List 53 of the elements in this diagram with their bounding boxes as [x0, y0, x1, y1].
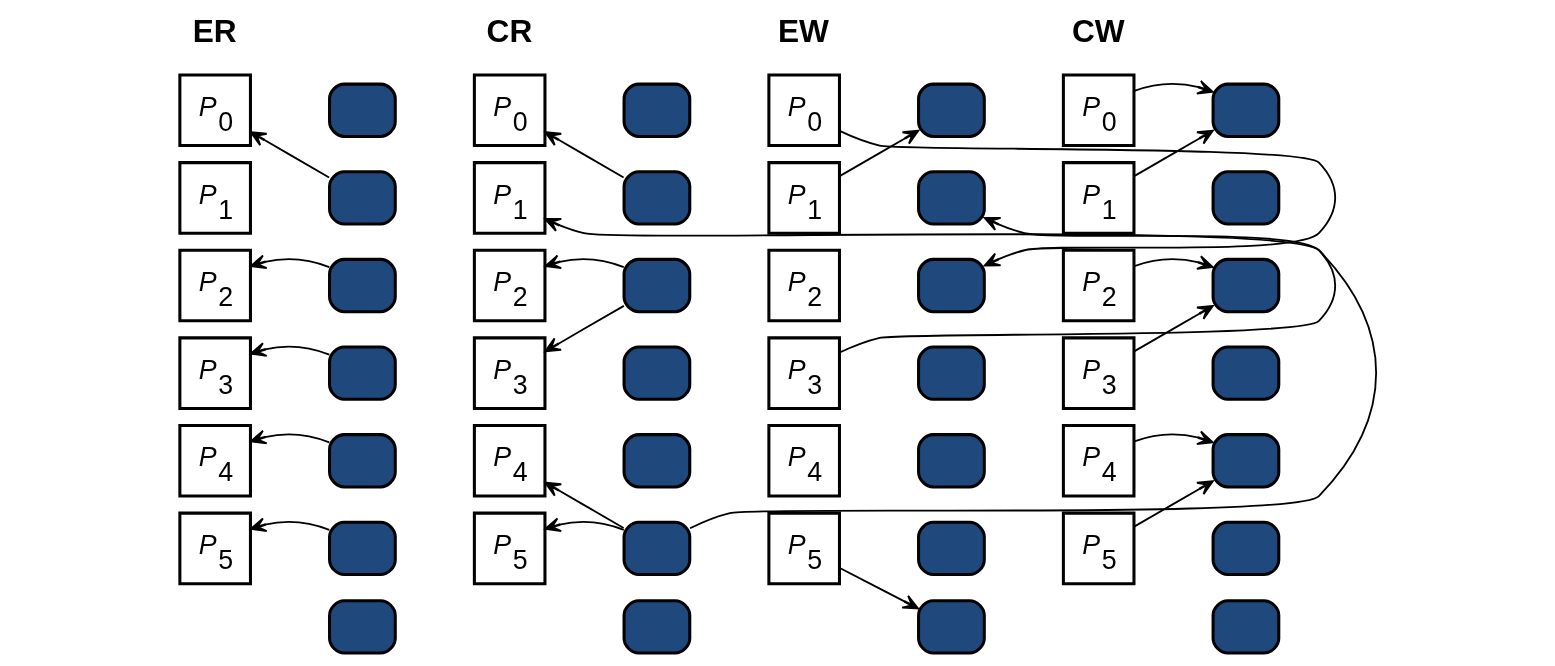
arrow — [1132, 430, 1214, 445]
node-box — [1211, 433, 1280, 489]
node-box — [916, 520, 986, 577]
arrow — [1132, 480, 1214, 528]
node-box — [327, 433, 397, 489]
node-box — [622, 599, 691, 655]
node-box — [622, 170, 691, 226]
node-box — [916, 170, 986, 226]
arrow — [249, 342, 330, 357]
node-box — [327, 170, 397, 226]
arrow — [838, 129, 919, 178]
arrow — [838, 130, 1336, 267]
arrow — [249, 517, 330, 532]
node-box — [327, 345, 397, 401]
node-box — [1211, 599, 1280, 655]
node-box — [327, 520, 397, 577]
node-box — [916, 82, 986, 138]
arrow — [249, 131, 330, 179]
node-box — [916, 257, 986, 314]
arrow — [543, 304, 625, 353]
arrow — [1132, 304, 1214, 353]
node-box — [916, 433, 986, 489]
arrow — [838, 216, 1336, 354]
node-box — [1211, 170, 1280, 226]
arrow — [1132, 80, 1214, 95]
node-box — [1211, 520, 1280, 577]
arrow — [543, 131, 625, 179]
label: CR — [486, 12, 532, 49]
arrow — [249, 429, 330, 445]
node-box — [622, 520, 691, 577]
node-box — [327, 257, 397, 314]
label: ER — [192, 12, 237, 49]
node-box — [622, 257, 691, 314]
node-box — [1211, 257, 1280, 314]
node-box — [916, 599, 986, 655]
arrow — [543, 481, 625, 529]
arrow — [838, 567, 919, 610]
node-box — [327, 82, 397, 138]
label: CW — [1071, 12, 1125, 49]
arrow — [543, 254, 625, 270]
label: EW — [777, 12, 829, 49]
node-box — [622, 82, 691, 138]
arrow — [543, 517, 625, 532]
arrow — [1132, 255, 1214, 270]
node-box — [622, 433, 691, 489]
node-box — [1211, 345, 1280, 401]
node-box — [1211, 82, 1280, 138]
arrow — [249, 254, 330, 270]
arrow — [543, 218, 1377, 530]
node-box — [916, 345, 986, 401]
arrow — [1132, 129, 1214, 178]
node-box — [622, 345, 691, 401]
node-box — [327, 599, 397, 655]
